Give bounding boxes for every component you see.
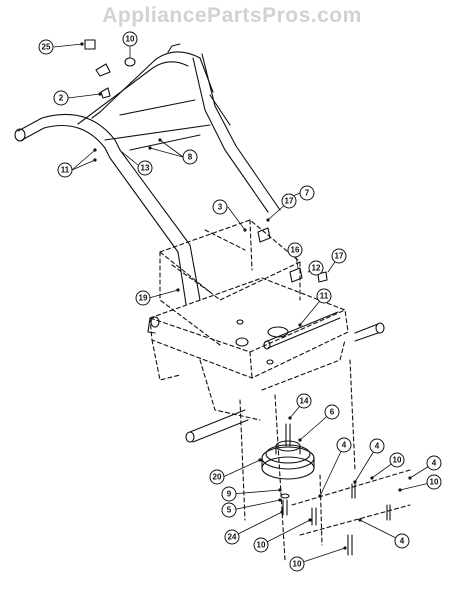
svg-text:14: 14 xyxy=(300,397,309,406)
callout-11: 11 xyxy=(316,288,332,304)
svg-text:4: 4 xyxy=(375,442,380,451)
svg-text:17: 17 xyxy=(285,197,294,206)
svg-text:12: 12 xyxy=(312,264,321,273)
svg-text:24: 24 xyxy=(228,533,237,542)
svg-text:6: 6 xyxy=(330,408,335,417)
svg-text:10: 10 xyxy=(257,541,266,550)
svg-text:19: 19 xyxy=(139,294,148,303)
svg-text:4: 4 xyxy=(400,537,405,546)
callout-4: 4 xyxy=(369,438,385,454)
callout-3: 3 xyxy=(212,199,228,215)
svg-text:8: 8 xyxy=(188,153,193,162)
svg-text:2: 2 xyxy=(59,94,64,103)
callout-5: 5 xyxy=(221,502,237,518)
svg-text:16: 16 xyxy=(291,246,300,255)
svg-text:25: 25 xyxy=(42,43,51,52)
svg-text:10: 10 xyxy=(393,456,402,465)
callout-19: 19 xyxy=(135,290,151,306)
svg-text:4: 4 xyxy=(342,441,347,450)
svg-text:20: 20 xyxy=(213,473,222,482)
handle-assembly xyxy=(14,43,281,305)
callout-17: 17 xyxy=(281,193,297,209)
callout-25: 25 xyxy=(38,39,54,55)
callout-14: 14 xyxy=(296,393,312,409)
svg-text:4: 4 xyxy=(432,459,437,468)
svg-text:17: 17 xyxy=(335,252,344,261)
callout-10: 10 xyxy=(289,556,305,572)
callout-9: 9 xyxy=(221,486,237,502)
callout-11: 11 xyxy=(57,162,73,178)
svg-text:9: 9 xyxy=(227,490,232,499)
hardware xyxy=(84,39,391,556)
callout-4: 4 xyxy=(394,533,410,549)
callout-20: 20 xyxy=(209,469,225,485)
svg-text:10: 10 xyxy=(293,560,302,569)
svg-text:3: 3 xyxy=(218,203,223,212)
callout-10: 10 xyxy=(426,474,442,490)
callout-10: 10 xyxy=(122,31,138,47)
svg-text:11: 11 xyxy=(61,166,70,175)
svg-text:10: 10 xyxy=(126,35,135,44)
svg-text:7: 7 xyxy=(305,189,310,198)
callout-24: 24 xyxy=(224,529,240,545)
shaft-11 xyxy=(263,311,341,350)
svg-text:11: 11 xyxy=(320,292,329,301)
callout-2: 2 xyxy=(53,90,69,106)
callout-13: 13 xyxy=(137,160,153,176)
callout-4: 4 xyxy=(426,455,442,471)
callout-17: 17 xyxy=(331,248,347,264)
pulley xyxy=(261,423,315,480)
callout-8: 8 xyxy=(182,149,198,165)
frame-deck xyxy=(149,219,411,561)
callout-16: 16 xyxy=(287,242,303,258)
arrow-heads xyxy=(80,42,412,550)
callout-12: 12 xyxy=(308,260,324,276)
svg-text:13: 13 xyxy=(141,164,150,173)
watermark: AppliancePartsPros.com xyxy=(102,4,362,27)
frame-solid xyxy=(147,316,385,443)
callout-7: 7 xyxy=(299,185,315,201)
callout-10: 10 xyxy=(389,452,405,468)
callout-6: 6 xyxy=(324,404,340,420)
callout-10: 10 xyxy=(253,537,269,553)
svg-text:5: 5 xyxy=(227,506,232,515)
svg-text:10: 10 xyxy=(430,478,439,487)
callout-4: 4 xyxy=(336,437,352,453)
